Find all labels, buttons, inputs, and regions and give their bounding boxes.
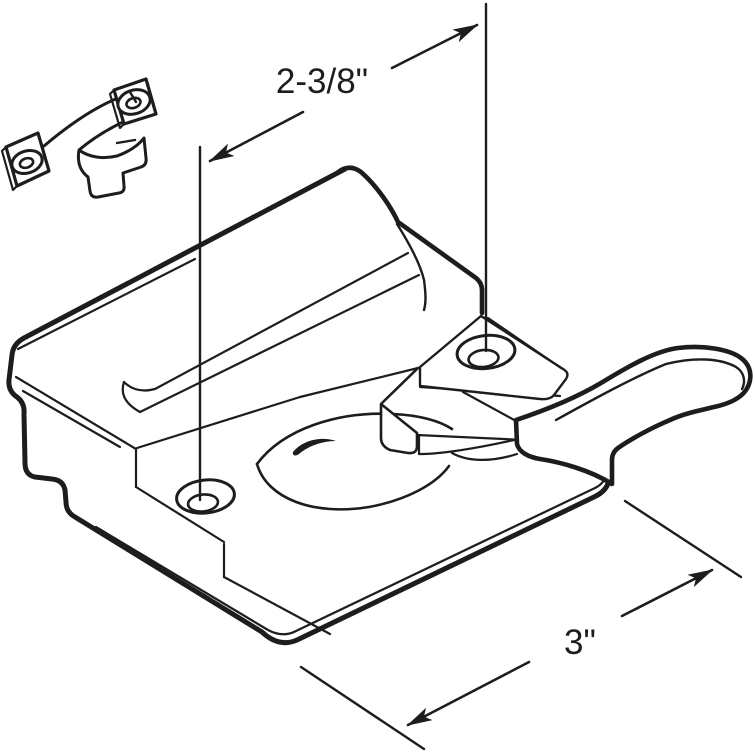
dim-arrow-lower-left	[208, 110, 305, 163]
channel-near-wall-top	[122, 251, 410, 392]
cover-block-front-curve	[395, 222, 427, 312]
cam-disc-top-arc	[255, 412, 454, 466]
keeper-right-boss	[116, 88, 152, 116]
dimension-hole-spacing: 2-3/8"	[198, 2, 488, 502]
base-outline	[6, 166, 613, 646]
hub-front-face	[379, 402, 419, 455]
extension-line-width-upper	[623, 499, 743, 579]
width-label: 3"	[564, 623, 596, 662]
arm-underside-edge	[450, 451, 519, 461]
keeper-notch-line	[128, 90, 138, 104]
cam-disc-bottom-arc	[255, 462, 451, 511]
keeper-dash-line	[115, 138, 137, 145]
width-arrow-lower-left	[406, 660, 531, 727]
cover-block-outline	[334, 165, 485, 316]
plate-back-edge	[486, 316, 563, 370]
pocket-edge-b	[21, 389, 122, 449]
rim-back-edge	[16, 257, 197, 351]
keeper-left-hole	[18, 156, 35, 170]
keeper-strap-and-flap	[76, 119, 148, 199]
screw-hole-left-outer	[175, 478, 236, 515]
extension-line-width-lower	[299, 665, 426, 751]
lock-body	[6, 165, 613, 646]
screw-hole-left-inner	[186, 493, 220, 513]
pocket-floor-edge	[134, 485, 226, 544]
floor-step-diagonal	[222, 575, 332, 636]
blade-bottom-edge	[415, 433, 527, 442]
hole-spacing-label: 2-3/8"	[276, 62, 368, 101]
keeper-left-pad-thickness	[0, 145, 19, 192]
keeper-strap-outer-edge	[42, 96, 120, 148]
lever-hub-edge	[461, 390, 518, 423]
floor-step-edge	[135, 366, 420, 450]
dim-arrow-upper-right	[390, 23, 479, 70]
keeper-left-boss	[10, 148, 44, 176]
lever-outline	[513, 344, 753, 487]
pocket-edge-a	[14, 375, 138, 451]
keeper-right-hole	[125, 96, 142, 110]
keeper-right-pad-thickness	[108, 88, 126, 130]
dimension-width: 3"	[299, 499, 743, 751]
keeper-bracket	[0, 77, 158, 199]
channel-near-wall-corner	[121, 380, 142, 414]
hub-top-edge	[380, 366, 420, 405]
screw-hole-right-inner	[467, 348, 500, 369]
cam-lever	[461, 344, 753, 487]
lever-top-face-edge	[554, 358, 746, 422]
cam-shadow-crescent	[292, 438, 336, 456]
channel-near-wall-base	[138, 273, 421, 414]
width-arrow-upper-right	[620, 568, 714, 618]
